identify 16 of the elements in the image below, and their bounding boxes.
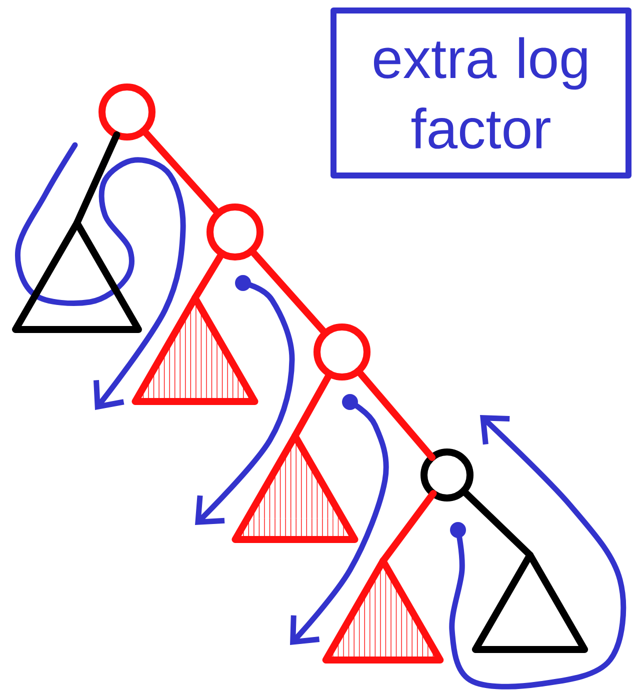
subtree-triangle <box>132 294 258 405</box>
tree-edge <box>192 250 226 302</box>
subtree-triangle <box>232 432 358 543</box>
tree-node-circle <box>314 324 370 380</box>
tree-edge <box>380 490 437 564</box>
tree-edge <box>248 247 329 337</box>
tree-edge <box>140 127 222 217</box>
text-box: extra log factor <box>330 8 632 178</box>
tree-node-circle <box>98 84 156 140</box>
tree-edge <box>354 368 436 461</box>
tree-node-circle <box>206 204 264 260</box>
tree-node-circle <box>420 448 474 502</box>
subtree-triangle <box>322 558 444 664</box>
subtree-triangle <box>472 552 588 653</box>
subtree-triangle <box>12 220 142 333</box>
tree-edge <box>460 487 534 558</box>
